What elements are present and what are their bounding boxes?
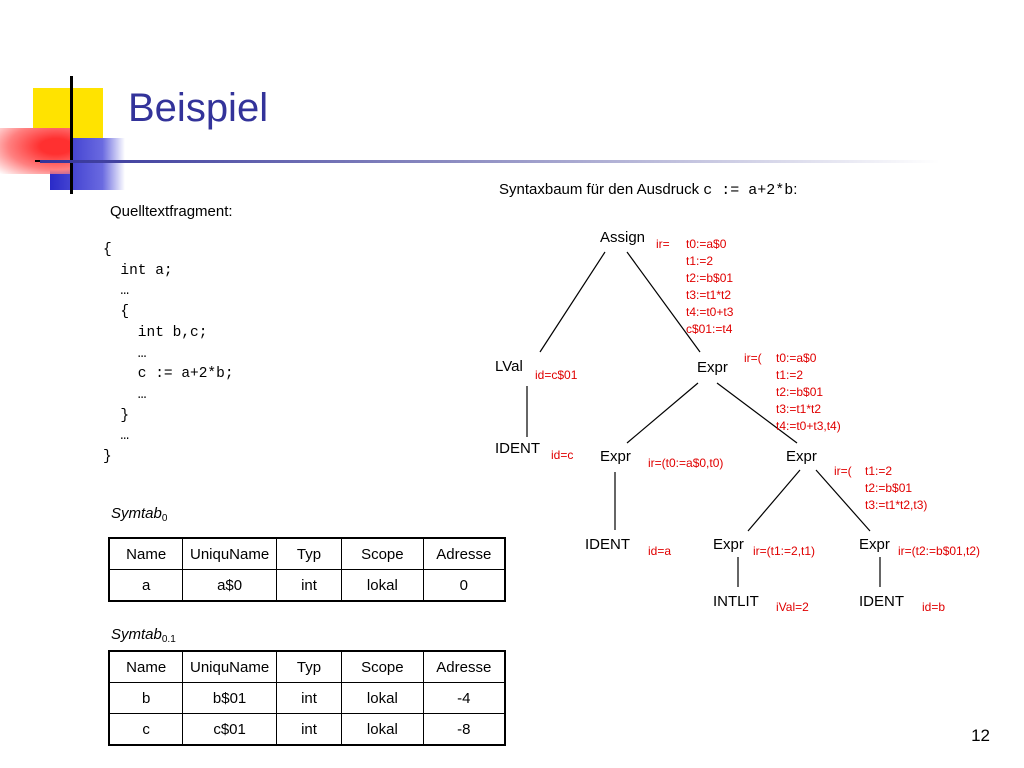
- header-cell: Name: [108, 650, 184, 683]
- slide-title: Beispiel: [128, 86, 269, 130]
- symtab0-label-text: Symtab: [111, 505, 162, 522]
- ident-a-id: id=a: [648, 544, 672, 558]
- table-cell: b: [108, 682, 184, 714]
- table-row: b b$01 int lokal -4: [108, 682, 506, 714]
- node-expr-mul-left: Expr: [713, 536, 744, 553]
- assign-ir-line: t1:=2: [686, 254, 714, 268]
- edge-assign-expr: [626, 251, 701, 353]
- table-cell: int: [275, 713, 343, 746]
- header-cell: Scope: [341, 537, 424, 570]
- header-cell: Name: [108, 537, 184, 570]
- assign-ir-block: t0:=a$0 t1:=2 t2:=b$01 t3:=t1*t2 t4:=t0+…: [686, 236, 733, 338]
- node-expr-root: Expr: [697, 359, 728, 376]
- expr-right-ir-block: t1:=2 t2:=b$01 t3:=t1*t2,t3): [865, 463, 927, 514]
- assign-ir-line: c$01:=t4: [686, 322, 733, 336]
- expr-root-ir-line: t1:=2: [776, 368, 804, 382]
- ident-c-id: id=c: [551, 448, 574, 462]
- expr-root-ir-line: t2:=b$01: [776, 385, 824, 399]
- header-cell: Adresse: [422, 650, 506, 683]
- assign-ir-prefix: ir=: [656, 237, 670, 251]
- header-cell: Typ: [275, 650, 343, 683]
- expr-root-ir-line: t3:=t1*t2: [776, 402, 822, 416]
- node-expr-right: Expr: [786, 448, 817, 465]
- expr-mul-left-ir: ir=(t1:=2,t1): [753, 544, 816, 558]
- table-cell: a$0: [182, 569, 277, 602]
- symtab0-label: Symtab0: [111, 505, 167, 524]
- edge-exprright-mulleft: [747, 469, 801, 532]
- table-header-row: Name UniquName Typ Scope Adresse: [108, 650, 506, 683]
- symtab01-label-text: Symtab: [111, 626, 162, 643]
- table-cell: -8: [422, 713, 506, 746]
- table-row: a a$0 int lokal 0: [108, 569, 506, 602]
- expr-right-ir-line: t3:=t1*t2,t3): [865, 498, 928, 512]
- table-cell: int: [275, 569, 343, 602]
- table-cell: int: [275, 682, 343, 714]
- table-cell: lokal: [341, 569, 424, 602]
- page-number: 12: [971, 726, 990, 745]
- tree-caption-prefix: Syntaxbaum für den Ausdruck: [499, 181, 704, 198]
- tree-caption-suffix: :: [793, 181, 798, 198]
- title-underline: [40, 160, 940, 163]
- table-cell: 0: [422, 569, 506, 602]
- table-header-row: Name UniquName Typ Scope Adresse: [108, 537, 506, 570]
- assign-ir-line: t2:=b$01: [686, 271, 734, 285]
- node-intlit: INTLIT: [713, 593, 759, 610]
- node-ident-c: IDENT: [495, 440, 540, 457]
- expr-mul-right-ir: ir=(t2:=b$01,t2): [898, 544, 981, 558]
- node-ident-b: IDENT: [859, 593, 904, 610]
- table-cell: lokal: [341, 713, 424, 746]
- expr-left-ir: ir=(t0:=a$0,t0): [648, 456, 724, 470]
- tree-caption-code: c := a+2*b: [703, 182, 794, 199]
- assign-ir-line: t3:=t1*t2: [686, 288, 732, 302]
- assign-ir-line: t0:=a$0: [686, 237, 727, 251]
- source-label: Quelltextfragment:: [110, 203, 233, 220]
- symtab0-label-sub: 0: [161, 513, 168, 524]
- header-cell: UniquName: [182, 537, 277, 570]
- table-row: c c$01 int lokal -8: [108, 713, 506, 746]
- table-cell: c: [108, 713, 184, 746]
- expr-root-ir-prefix: ir=(: [744, 351, 762, 365]
- lval-id: id=c$01: [535, 368, 578, 382]
- decorative-corner-graphic: [0, 70, 130, 195]
- intlit-val: iVal=2: [776, 600, 809, 614]
- table-cell: -4: [422, 682, 506, 714]
- expr-root-ir-block: t0:=a$0 t1:=2 t2:=b$01 t3:=t1*t2 t4:=t0+…: [776, 350, 841, 435]
- expr-root-ir-line: t4:=t0+t3,t4): [776, 419, 841, 433]
- header-cell: UniquName: [182, 650, 277, 683]
- deco-red-bar: [0, 128, 70, 174]
- edge-expr-exprright: [716, 382, 798, 444]
- node-assign: Assign: [600, 229, 646, 246]
- deco-vertical-line: [70, 76, 73, 194]
- expr-right-ir-line: t1:=2: [865, 464, 893, 478]
- expr-right-ir-prefix: ir=(: [834, 464, 852, 478]
- symtab01-label: Symtab0.1: [111, 626, 176, 645]
- node-expr-mul-right: Expr: [859, 536, 890, 553]
- header-cell: Scope: [341, 650, 424, 683]
- node-ident-a: IDENT: [585, 536, 630, 553]
- header-cell: Typ: [275, 537, 343, 570]
- edge-assign-lval: [539, 251, 606, 353]
- table-cell: c$01: [182, 713, 277, 746]
- table-cell: lokal: [341, 682, 424, 714]
- table-cell: b$01: [182, 682, 277, 714]
- symtab01-table: Name UniquName Typ Scope Adresse b b$01 …: [108, 650, 506, 746]
- source-code: { int a; … { int b,c; … c := a+2*b; … } …: [103, 242, 234, 466]
- assign-ir-line: t4:=t0+t3: [686, 305, 734, 319]
- expr-root-ir-line: t0:=a$0: [776, 351, 817, 365]
- expr-right-ir-line: t2:=b$01: [865, 481, 913, 495]
- edge-expr-exprleft: [626, 382, 699, 444]
- edge-exprright-mulright: [815, 469, 871, 532]
- symtab0-table: Name UniquName Typ Scope Adresse a a$0 i…: [108, 537, 506, 602]
- header-cell: Adresse: [422, 537, 506, 570]
- table-cell: a: [108, 569, 184, 602]
- symtab01-label-sub: 0.1: [161, 634, 176, 645]
- tree-caption: Syntaxbaum für den Ausdruck c := a+2*b:: [499, 181, 797, 199]
- node-lval: LVal: [495, 358, 523, 375]
- node-expr-left: Expr: [600, 448, 631, 465]
- ident-b-id: id=b: [922, 600, 946, 614]
